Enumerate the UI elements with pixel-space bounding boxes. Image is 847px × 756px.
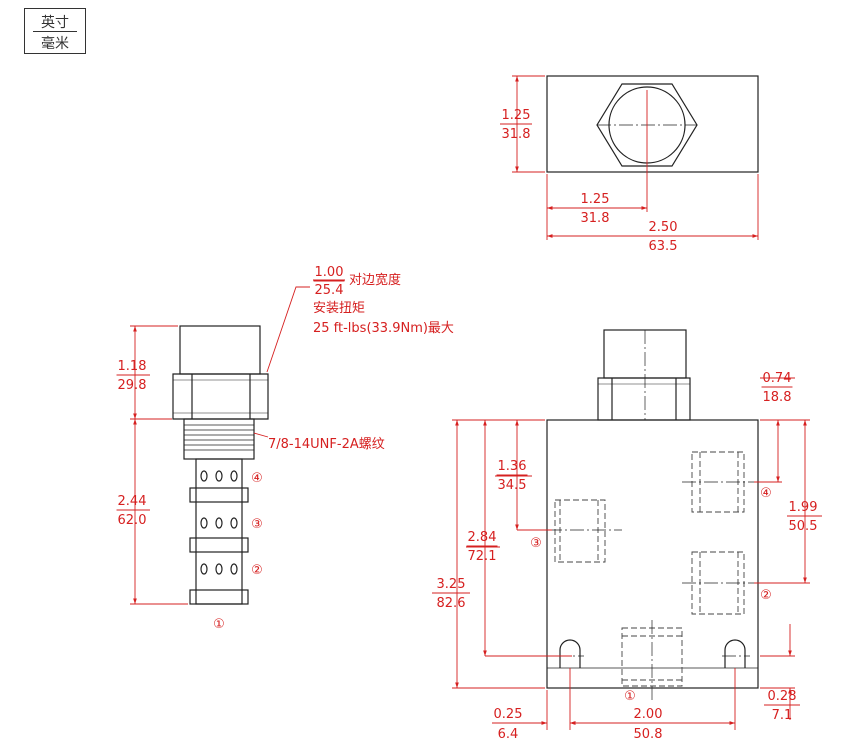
top-view-dim-text: 1.25 31.8 1.25 31.8 2.50 63.5 (500, 108, 679, 254)
top-center-in: 1.25 (581, 192, 610, 207)
side-port-4: ④ (251, 471, 263, 486)
dim-325-in: 3.25 (437, 577, 466, 592)
top-width-in: 2.50 (649, 220, 678, 235)
front-view-dim-text: 0.74 18.8 1.36 34.5 1.99 50.5 2.84 72.1 … (435, 371, 819, 742)
unit-divider (33, 31, 77, 32)
block-top-view (546, 75, 759, 173)
dim-199-in: 1.99 (789, 500, 818, 515)
side-port-2: ② (251, 563, 263, 578)
side-view-dim-text: 1.18 29.8 2.44 62.0 1.00 25.4 7/8-14UNF-… (116, 265, 385, 528)
front-view-port-labels: ③ ④ ② ① (530, 486, 772, 704)
side-height-lower-mm: 62.0 (118, 513, 147, 528)
front-port-4: ④ (760, 486, 772, 501)
dim-325-mm: 82.6 (437, 596, 466, 611)
cartridge-side-view (172, 325, 269, 605)
dim-136-in: 1.36 (498, 459, 527, 474)
top-height-mm: 31.8 (502, 127, 531, 142)
dim-284-in: 2.84 (468, 530, 497, 545)
dim-025-in: 0.25 (494, 707, 523, 722)
top-center-mm: 31.8 (581, 211, 610, 226)
front-port-2: ② (760, 588, 772, 603)
cartridge-seal-3 (189, 589, 249, 605)
thread-spec-label: 7/8-14UNF-2A螺纹 (268, 437, 385, 452)
front-port-3: ③ (530, 536, 542, 551)
dim-074-in: 0.74 (763, 371, 792, 386)
top-view-block (546, 75, 759, 173)
cartridge-hex-nut (172, 373, 269, 420)
front-view-centerlines (548, 330, 754, 700)
dim-136-mm: 34.5 (498, 478, 527, 493)
side-port-3: ③ (251, 517, 263, 532)
hex-size-mm: 25.4 (315, 283, 344, 298)
hex-across-flats-label: 对边宽度 (349, 272, 401, 288)
dim-028-in: 0.28 (768, 689, 797, 704)
side-height-lower-in: 2.44 (118, 494, 147, 509)
unit-legend: 英寸 毫米 (24, 8, 86, 54)
front-view-dimensions (432, 377, 822, 730)
cartridge-port-holes (200, 470, 238, 575)
torque-value: 25 ft-lbs(33.9Nm)最大 (313, 321, 454, 336)
side-view-notes: 对边宽度 安装扭矩 25 ft-lbs(33.9Nm)最大 (313, 272, 454, 336)
torque-title: 安装扭矩 (313, 301, 365, 316)
dim-200-in: 2.00 (634, 707, 663, 722)
front-port-1: ① (624, 689, 636, 704)
top-height-in: 1.25 (502, 108, 531, 123)
cartridge-seal-1 (189, 487, 249, 503)
block-front-view (546, 329, 759, 689)
side-height-upper-in: 1.18 (118, 359, 147, 374)
mount-hole-right (724, 639, 746, 668)
side-height-upper-mm: 29.8 (118, 378, 147, 393)
front-view-block (546, 419, 759, 689)
cartridge-seal-2 (189, 537, 249, 553)
dim-200-mm: 50.8 (634, 727, 663, 742)
cartridge-top-plug (179, 325, 261, 375)
dim-199-mm: 50.5 (789, 519, 818, 534)
dim-074-mm: 18.8 (763, 390, 792, 405)
dim-025-mm: 6.4 (498, 727, 519, 742)
front-view-hidden-ports (554, 451, 745, 687)
hex-size-in: 1.00 (315, 265, 344, 280)
side-port-1: ① (213, 617, 225, 632)
dim-028-mm: 7.1 (772, 708, 793, 723)
unit-mm-label: 毫米 (41, 36, 69, 52)
unit-inch-label: 英寸 (41, 15, 69, 31)
top-width-mm: 63.5 (649, 239, 678, 254)
side-view-port-labels: ④ ③ ② ① (213, 471, 263, 632)
mount-hole-left (559, 639, 581, 668)
dim-284-mm: 72.1 (468, 549, 497, 564)
